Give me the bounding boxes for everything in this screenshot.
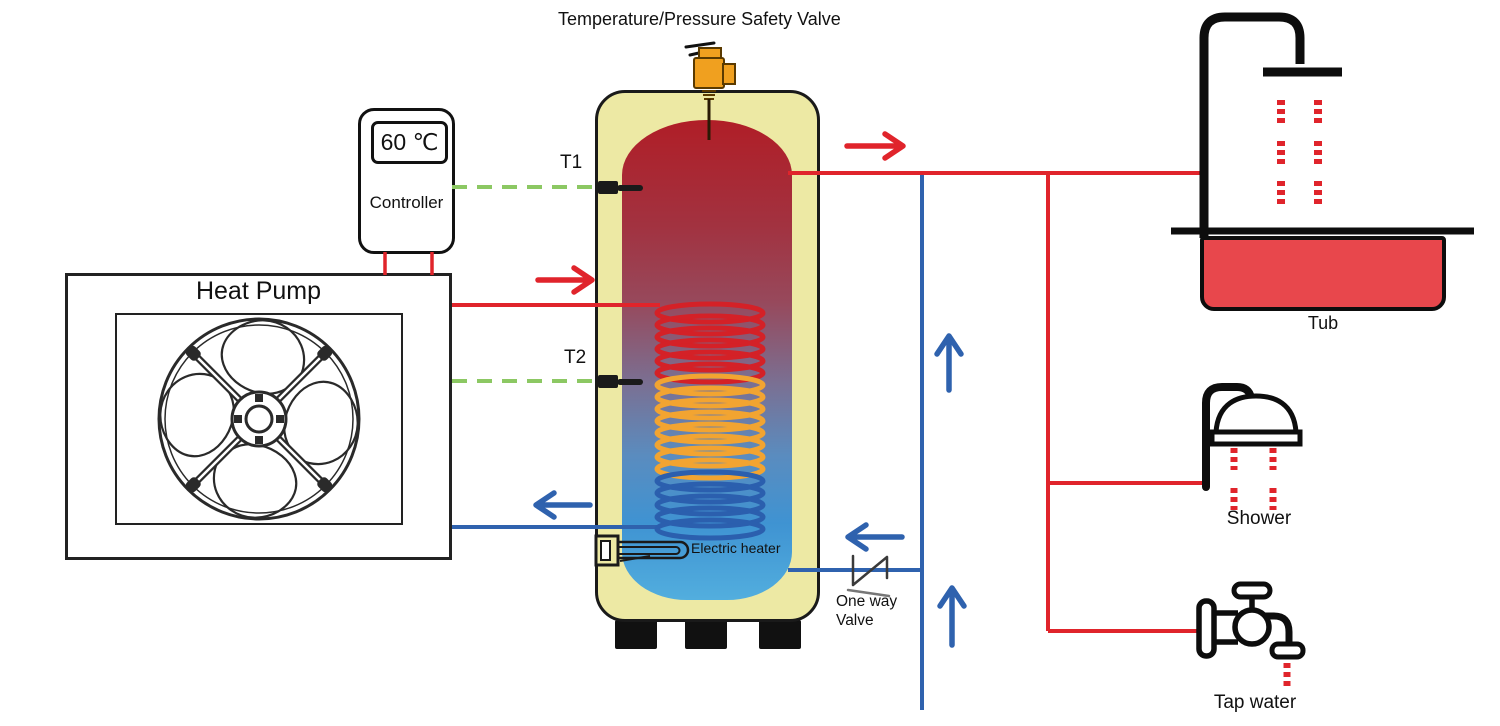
one-way-valve-icon [846,554,891,598]
temp-sensor-t1-icon [598,181,643,194]
one-way-valve-label: One way Valve [836,593,898,629]
safety-valve-icon [684,41,736,140]
flow-arrow-hot [535,131,906,295]
controller-label: Controller [369,193,444,212]
temperature-setpoint: 60 ℃ [380,129,439,155]
tub-basin [1200,236,1446,311]
fan-frame [115,313,403,525]
water-droplets [1277,100,1322,204]
electric-heater-label: Electric heater [691,540,781,556]
flow-arrow-cold [533,333,967,648]
temp-sensor-t2-icon [598,375,643,388]
electric-heater-icon [594,534,690,567]
tank-foot [685,620,727,649]
shower-label: Shower [1226,508,1292,529]
sensor-t2-label: T2 [564,347,587,368]
faucet-icon [1196,581,1306,660]
water-droplets [1230,448,1277,510]
safety-valve-label: Temperature/Pressure Safety Valve [558,9,841,29]
tank-foot [759,620,801,649]
fan-icon [157,317,361,521]
tub-label: Tub [1307,313,1339,333]
tap-water-label: Tap water [1213,692,1297,713]
sensor-t1-label: T1 [560,152,583,173]
tank-foot [615,620,657,649]
controller-display: 60 ℃ [371,121,448,164]
heat-pump-label: Heat Pump [195,277,322,305]
shower-head-icon [1202,383,1303,491]
hot-water-pipes [452,171,1206,633]
controller-wires [383,252,434,275]
heat-exchanger-coil [654,301,766,541]
cold-water-pipes [452,175,924,710]
tub-icon [1171,12,1474,238]
